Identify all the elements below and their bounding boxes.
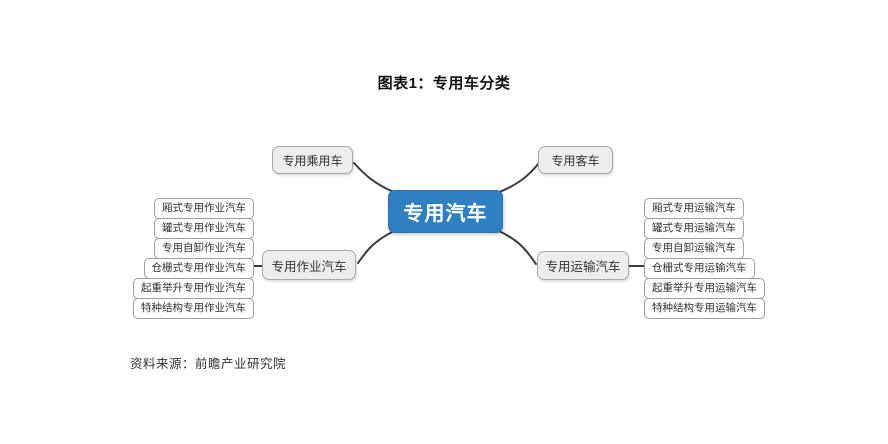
leaf-box-transport-dump: 专用自卸运输汽车 [644, 238, 744, 259]
leaf-box-operation-stake: 仓栅式专用作业汽车 [143, 258, 254, 279]
figure-title: 图表1：专用车分类 [377, 75, 511, 92]
right-leaf-stack: 厢式专用运输汽车 罐式专用运输汽车 专用自卸运输汽车 仓栅式专用运输汽车 起重举… [644, 198, 765, 319]
left-leaf-stack: 厢式专用作业汽车 罐式专用作业汽车 专用自卸作业汽车 仓栅式专用作业汽车 起重举… [133, 198, 254, 319]
node-special-operation-vehicle: 专用作业汽车 [262, 250, 356, 280]
node-special-bus: 专用客车 [538, 146, 613, 174]
leaf-box-operation-dump: 专用自卸作业汽车 [154, 238, 254, 259]
leaf-box-operation-tank: 罐式专用作业汽车 [154, 218, 254, 239]
source-note: 资料来源：前瞻产业研究院 [130, 357, 287, 371]
root-node-special-vehicle: 专用汽车 [388, 190, 503, 233]
leaf-box-transport-tank: 罐式专用运输汽车 [644, 218, 744, 239]
connector-root-to-top-right [496, 162, 540, 194]
leaf-box-transport-van: 厢式专用运输汽车 [644, 198, 744, 219]
leaf-box-operation-van: 厢式专用作业汽车 [154, 198, 254, 219]
node-special-transport-vehicle: 专用运输汽车 [537, 251, 629, 280]
leaf-box-transport-lifting: 起重举升专用运输汽车 [644, 278, 765, 299]
leaf-box-transport-special: 特种结构专用运输汽车 [644, 298, 765, 319]
leaf-box-transport-stake: 仓栅式专用运输汽车 [644, 258, 755, 279]
connector-root-to-top-left [353, 162, 397, 194]
leaf-box-operation-lifting: 起重举升专用作业汽车 [133, 278, 254, 299]
connector-root-to-branch-right [498, 230, 537, 265]
node-special-passenger-car: 专用乘用车 [272, 146, 353, 174]
connector-root-to-branch-left [357, 230, 395, 264]
leaf-box-operation-special: 特种结构专用作业汽车 [133, 298, 254, 319]
